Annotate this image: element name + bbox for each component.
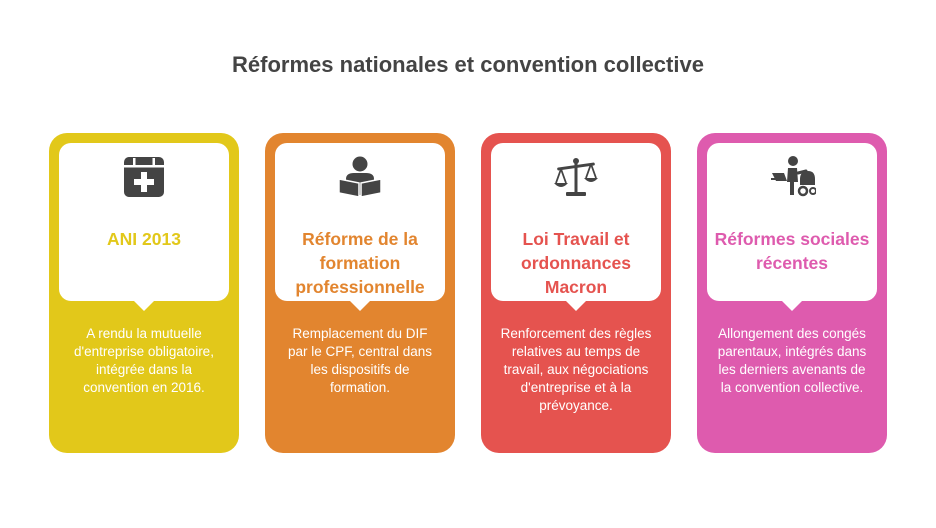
card-description: Renforcement des règles relatives au tem… bbox=[500, 326, 652, 413]
calendar-medical-icon bbox=[120, 155, 168, 199]
card-description: Allongement des congés parentaux, intégr… bbox=[717, 326, 867, 395]
card-heading: ANI 2013 bbox=[107, 229, 181, 249]
card-reforme-formation: Réforme de la formation professionnelle … bbox=[265, 133, 455, 453]
card-heading: Loi Travail et ordonnances Macron bbox=[521, 229, 631, 297]
person-reading-icon bbox=[336, 155, 384, 199]
card-heading: Réformes sociales récentes bbox=[714, 229, 870, 273]
card-description: A rendu la mutuelle d'entreprise obligat… bbox=[74, 326, 214, 395]
card-description: Remplacement du DIF par le CPF, central … bbox=[287, 326, 433, 395]
card-header-panel: Réformes sociales récentes bbox=[707, 143, 877, 311]
parent-stroller-icon bbox=[768, 155, 816, 199]
balance-scale-icon bbox=[552, 155, 600, 199]
card-loi-travail: Loi Travail et ordonnances Macron Renfor… bbox=[481, 133, 671, 453]
card-reformes-sociales: Réformes sociales récentes Allongement d… bbox=[697, 133, 887, 453]
card-header-panel: Réforme de la formation professionnelle bbox=[275, 143, 445, 311]
card-heading: Réforme de la formation professionnelle bbox=[295, 229, 425, 297]
card-header-panel: ANI 2013 bbox=[59, 143, 229, 311]
card-header-panel: Loi Travail et ordonnances Macron bbox=[491, 143, 661, 311]
card-ani-2013: ANI 2013 A rendu la mutuelle d'entrepris… bbox=[49, 133, 239, 453]
page-title: Réformes nationales et convention collec… bbox=[232, 52, 704, 77]
